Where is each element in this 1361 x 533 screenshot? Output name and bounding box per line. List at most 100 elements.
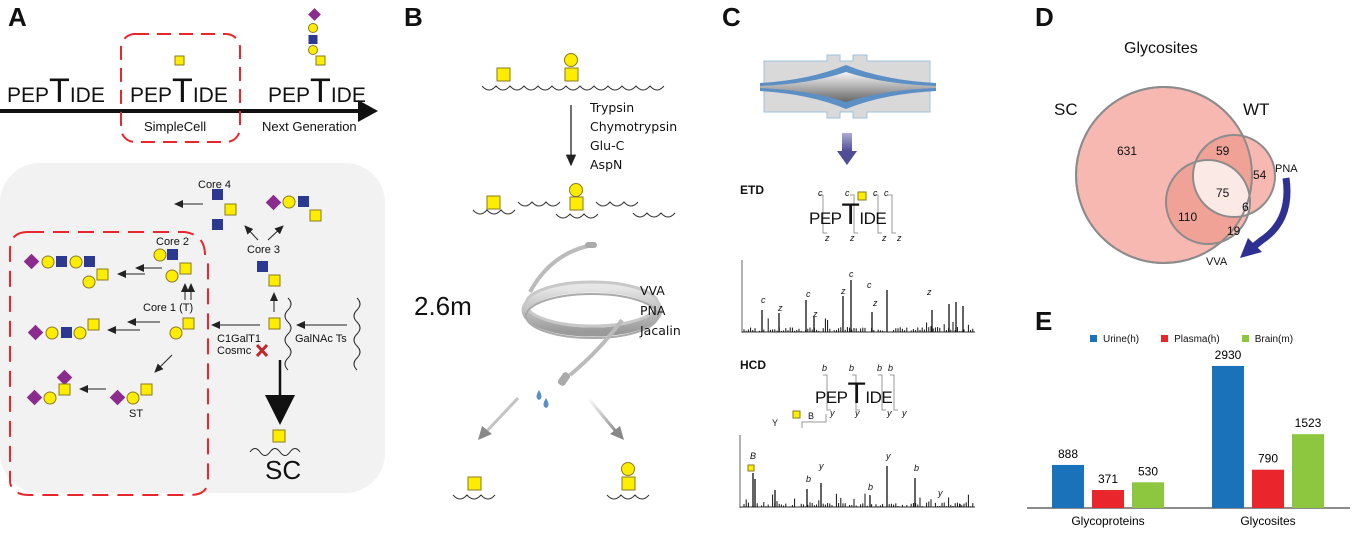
hcd-ion-b4: b (888, 363, 894, 373)
panel-label-d: D (1035, 2, 1054, 32)
venn-region-sc-wt: 59 (1216, 144, 1230, 158)
pna-to-vva-arrow (1240, 238, 1262, 258)
galnac-square (315, 55, 326, 66)
bar-value-label: 888 (1058, 447, 1078, 461)
spectrum-ion-label: b (914, 463, 920, 473)
lectin-jacalin: Jacalin (640, 323, 681, 338)
venn-title: Glycosites (1124, 40, 1198, 57)
panel-c-diagram (739, 54, 975, 508)
hcd-ion-b2: b (849, 363, 855, 373)
bar (1092, 490, 1124, 508)
x-tick-label: Glycoproteins (1071, 514, 1144, 528)
panel-label-c: C (722, 2, 741, 32)
peptide-wildtype: PEPTIDE (7, 72, 105, 110)
galnac-square (174, 55, 185, 66)
etd-ion-c2: c (845, 188, 850, 198)
spectrum-ion-label: z (873, 298, 878, 308)
hcd-oxonium-b: B (808, 411, 815, 421)
label-core2: Core 2 (156, 236, 190, 248)
venn-label-wt: WT (1243, 100, 1270, 119)
bar (1212, 365, 1244, 508)
protease-list: Trypsin Chymotrypsin Glu-C AspN (590, 98, 677, 174)
spectrum-ion-label: y (938, 488, 943, 498)
hcd-ion-y3: y (887, 408, 892, 418)
etd-ion-z4: z (897, 233, 902, 243)
venn-label-sc: SC (1054, 100, 1078, 119)
x-tick-label: Glycosites (1240, 514, 1295, 528)
legend-swatch (1161, 335, 1169, 342)
hcd-ion-b3: b (877, 363, 883, 373)
panel-a-diagram (0, 8, 385, 496)
spectrum-ion-label: z (841, 286, 846, 296)
spectrum-ion-label: z (927, 287, 932, 297)
etd-peptide: PEPTIDE (809, 198, 887, 231)
hcd-ion-b1: b (822, 363, 828, 373)
spectrum-ion-label: y (886, 451, 891, 461)
spectrum-ion-label: c (806, 289, 811, 299)
bar (1292, 434, 1324, 508)
legend-item: Urine(h) (1090, 334, 1139, 345)
etd-ion-z3: z (882, 233, 887, 243)
venn-region-sc-only: 631 (1117, 144, 1138, 158)
bar-value-label: 371 (1098, 472, 1118, 486)
venn-label-pna: PNA (1275, 163, 1298, 175)
panel-label-a: A (8, 2, 27, 32)
hcd-ion-y1: y (830, 408, 835, 418)
bar-value-label: 2930 (1215, 348, 1242, 362)
panel-b-diagram (452, 53, 676, 500)
sialic-acid-diamond (308, 8, 321, 21)
legend-item: Plasma(h) (1161, 334, 1220, 345)
spectrum-ion-label: c (867, 280, 872, 290)
venn-region-wt-vva: 6 (1242, 200, 1249, 214)
bar (1052, 464, 1084, 508)
peptide-next-generation: PEPTIDE (268, 72, 366, 110)
label-core3: Core 3 (247, 244, 281, 256)
legend-swatch (1090, 335, 1097, 342)
panel-d-venn (1075, 86, 1291, 264)
label-st: ST (129, 408, 144, 420)
spectrum-ion-label: z (813, 309, 818, 319)
spectrum-ion-label: B (750, 451, 757, 461)
venn-region-vva-only: 19 (1227, 224, 1241, 238)
panel-label-b: B (404, 2, 423, 32)
spectrum-ion-label: y (819, 461, 824, 471)
spectrum-ion-label: b (806, 474, 812, 484)
lectin-vva: VVA (640, 283, 665, 298)
legend-item: Brain(m) (1241, 334, 1293, 345)
column-length: 2.6m (414, 291, 472, 321)
caption-next-generation: Next Generation (262, 119, 357, 134)
venn-region-all: 75 (1216, 186, 1230, 200)
hcd-ion-y2: y (855, 408, 860, 418)
etd-title: ETD (740, 183, 764, 197)
bar-value-label: 1523 (1295, 416, 1322, 430)
etd-ion-z1: z (825, 233, 830, 243)
hcd-oxonium-y: Y (772, 418, 779, 428)
peptide-simplecell: PEPTIDE (130, 72, 228, 110)
timeline-arrowhead (358, 100, 378, 122)
hcd-peptide: PEPTIDE (815, 377, 893, 410)
etd-ion-z2: z (850, 233, 855, 243)
protease-aspn: AspN (590, 157, 623, 172)
chart-legend: Urine(h) Plasma(h) Brain(m) (1090, 334, 1293, 345)
simplecell-pathway-box (9, 231, 209, 496)
venn-label-vva: VVA (1206, 256, 1228, 268)
protease-gluc: Glu-C (590, 138, 625, 153)
etd-ion-c3: c (873, 188, 878, 198)
caption-simplecell: SimpleCell (144, 119, 207, 134)
spectrum-ion-label: z (778, 303, 783, 313)
galactose-circle (308, 45, 318, 55)
venn-region-sc-vva: 110 (1178, 210, 1198, 224)
spectrum-ion-label: c (761, 295, 766, 305)
label-sc: SC (265, 455, 302, 485)
label-galnac-ts: GalNAc Ts (295, 333, 347, 345)
protease-chymotrypsin: Chymotrypsin (590, 119, 678, 134)
spectrum-ion-label: c (849, 269, 854, 279)
label-cosmc: Cosmc (217, 345, 252, 357)
protease-trypsin: Trypsin (590, 100, 635, 115)
bar (1132, 482, 1164, 508)
legend-label: Urine(h) (1103, 334, 1140, 345)
galactose-circle (308, 23, 318, 33)
hcd-ion-y4: y (902, 408, 907, 418)
spectrum-ion-label: b (868, 482, 874, 492)
etd-ion-c1: c (818, 188, 823, 198)
